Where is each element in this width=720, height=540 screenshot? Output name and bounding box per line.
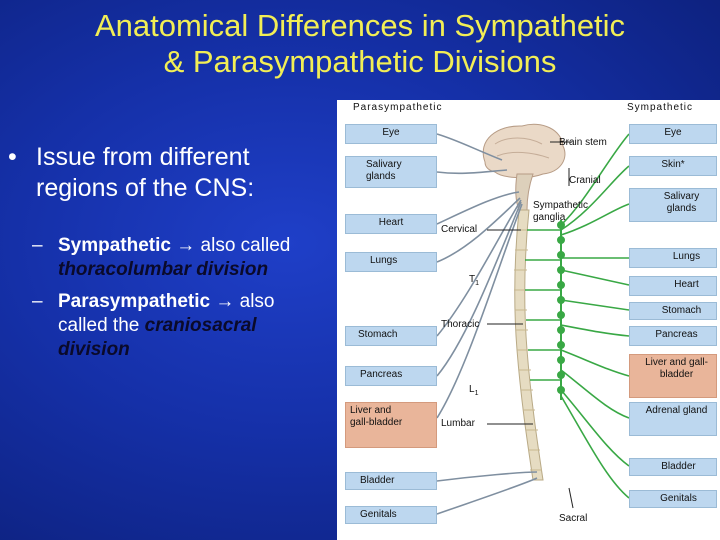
parasympathetic-header: Parasympathetic (353, 102, 443, 113)
main-bullet-text: Issue from different regions of the CNS: (36, 143, 255, 202)
thoracolumbar-term: thoracolumbar division (58, 259, 269, 280)
parasympathetic-term: Parasympathetic (58, 291, 216, 312)
para-organ-lungs: Lungs (345, 252, 437, 272)
l1-letter: L (469, 384, 475, 395)
t1-letter: T (469, 274, 476, 285)
dash-glyph: – (32, 291, 43, 312)
main-bullet: • Issue from different regions of the CN… (8, 142, 328, 204)
craniosacral-term: craniosacral division (58, 315, 257, 360)
symp-organ-genitals: Genitals (629, 490, 717, 508)
arrow-icon: → (176, 235, 196, 256)
slide-title: Anatomical Differences in Sympathetic & … (0, 8, 720, 80)
symp-organ-salivary-glands: Salivary glands (629, 188, 717, 222)
para-organ-genitals: Genitals (345, 506, 437, 524)
symp-organ-stomach: Stomach (629, 302, 717, 320)
vertebra-lines (514, 229, 542, 471)
sympathetic-nerves (525, 133, 630, 499)
label-leaders (487, 141, 574, 509)
sub-bullet-sympathetic: – Sympathetic → also called thoracolumba… (8, 234, 328, 282)
symp-organ-heart: Heart (629, 276, 717, 296)
para-organ-heart: Heart (345, 214, 437, 234)
symp-organ-adrenal-gland: Adrenal gland (629, 402, 717, 436)
title-line-1: Anatomical Differences in Sympathetic (94, 8, 626, 43)
sympathetic-term: Sympathetic (58, 235, 177, 256)
para-organ-eye: Eye (345, 124, 437, 144)
bullet-dot: • (8, 143, 17, 171)
symp-organ-liver: Liver and gall-bladder (629, 354, 717, 398)
dash-glyph: – (32, 235, 43, 256)
para-organ-bladder: Bladder (345, 472, 437, 490)
thoracic-label: Thoracic (441, 319, 480, 330)
symp-organ-pancreas: Pancreas (629, 326, 717, 346)
sympathetic-chain (557, 220, 565, 400)
lumbar-label: Lumbar (441, 418, 475, 429)
bullet-list: • Issue from different regions of the CN… (8, 142, 328, 370)
nervous-system-figure: Parasympathetic Sympathetic Eye Salivary… (337, 100, 720, 540)
sub-bullet-list: – Sympathetic → also called thoracolumba… (8, 234, 328, 362)
sub-bullet-parasympathetic: – Parasympathetic → also called the cran… (8, 290, 328, 362)
para-organ-liver: Liver and gall-bladder (345, 402, 437, 448)
l1-subscript: 1 (474, 390, 479, 397)
l1-label: L1 (469, 384, 478, 400)
para-organ-salivary-glands: Salivary glands (345, 156, 437, 188)
para-organ-pancreas: Pancreas (345, 366, 437, 386)
t1-subscript: 1 (475, 280, 480, 287)
brain-folds (494, 137, 550, 159)
arrow-icon: → (215, 291, 235, 312)
brain-stem-label: Brain stem (559, 137, 607, 148)
symp-organ-bladder: Bladder (629, 458, 717, 476)
nerve-pathways-drawing (436, 123, 630, 515)
also-called-text: also called the (58, 291, 275, 336)
brain-shape (482, 123, 566, 179)
symp-organ-lungs: Lungs (629, 248, 717, 268)
cervical-label: Cervical (441, 224, 478, 235)
symp-organ-skin: Skin* (629, 156, 717, 176)
para-organ-stomach: Stomach (345, 326, 437, 346)
sympathetic-ganglia-label: Sympathetic ganglia (533, 200, 589, 223)
spinal-cord-shape (514, 209, 544, 481)
sympathetic-header: Sympathetic (627, 102, 694, 113)
title-line-2: & Parasympathetic Divisions (163, 44, 557, 79)
sacral-label: Sacral (559, 513, 588, 524)
also-called-text: also called (195, 235, 291, 256)
cranial-label: Cranial (569, 175, 601, 186)
symp-organ-eye: Eye (629, 124, 717, 144)
t1-label: T1 (469, 274, 479, 290)
